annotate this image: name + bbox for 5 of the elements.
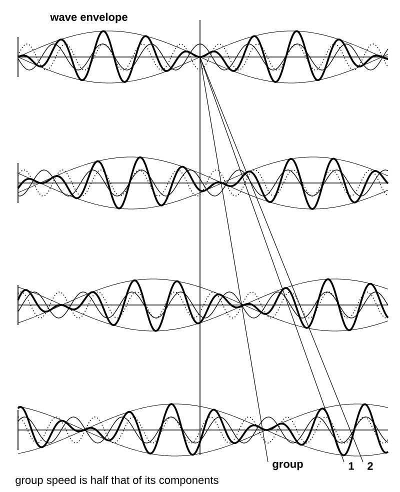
- curve-number: 2: [368, 462, 373, 470]
- caption: group speed is half that of its components: [16, 476, 218, 486]
- curve-number: 1: [348, 462, 354, 470]
- group-label: group: [272, 462, 303, 470]
- wave-envelope-label: wave envelope: [50, 12, 128, 24]
